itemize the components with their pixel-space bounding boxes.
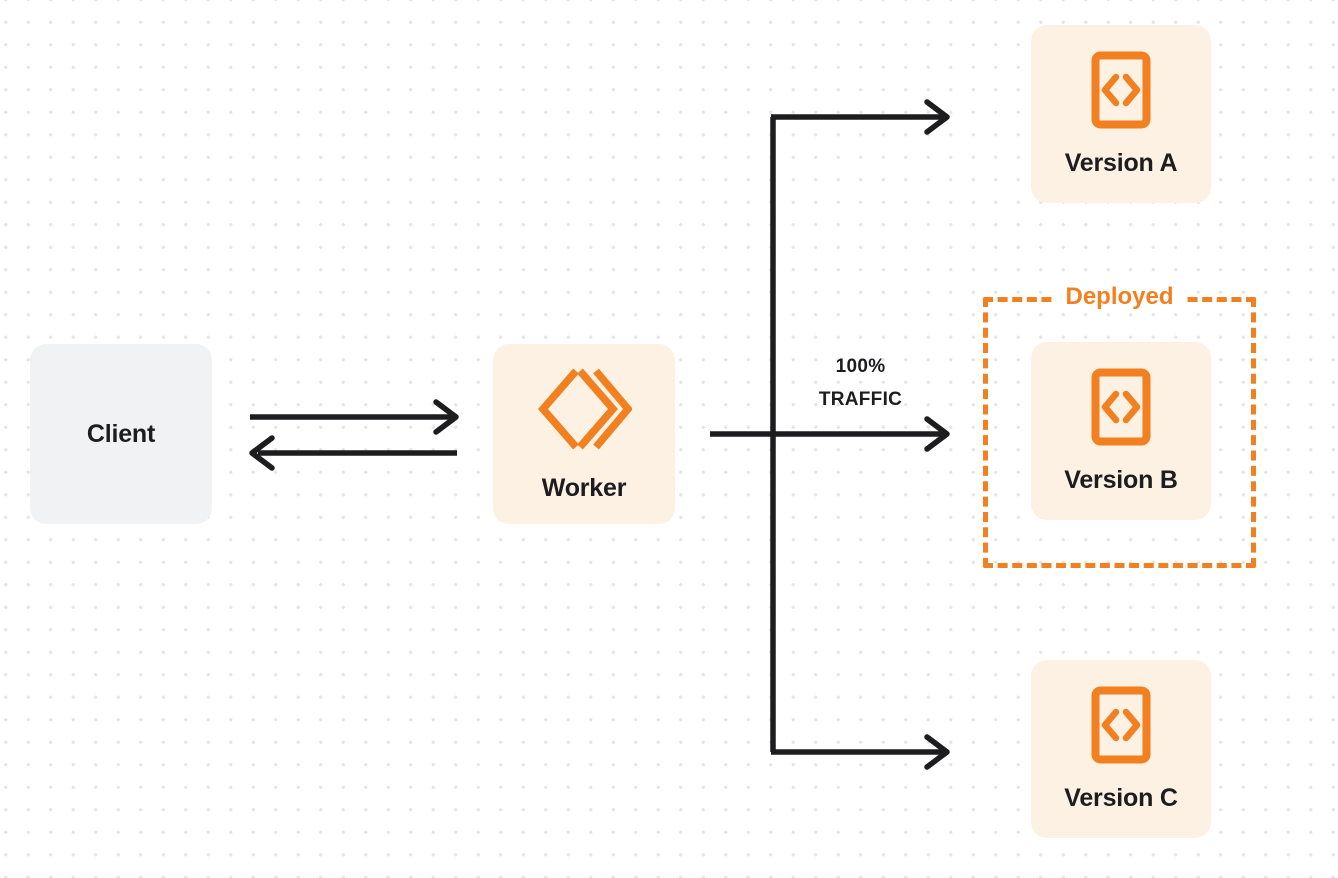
- edge-worker-to-version-b: [710, 416, 950, 452]
- code-file-icon: [1091, 51, 1151, 129]
- group-deployed: Deployed: [983, 284, 1256, 568]
- node-worker[interactable]: Worker: [493, 344, 675, 524]
- cloudflare-workers-logo-icon: [536, 366, 632, 452]
- group-deployed-label: Deployed: [1055, 284, 1184, 310]
- node-client[interactable]: Client: [30, 344, 212, 524]
- node-version-b-label: Version B: [1064, 465, 1178, 494]
- node-worker-label: Worker: [541, 473, 627, 502]
- node-version-c-label: Version C: [1064, 783, 1178, 812]
- traffic-label: 100% TRAFFIC: [783, 350, 938, 416]
- node-version-a[interactable]: Version A: [1031, 25, 1211, 203]
- edge-worker-to-version-c: [771, 734, 950, 770]
- node-version-c[interactable]: Version C: [1031, 660, 1211, 838]
- edge-worker-to-client: [249, 435, 457, 471]
- node-version-a-label: Version A: [1064, 148, 1178, 177]
- edge-worker-to-version-a: [771, 99, 950, 135]
- edge-client-to-worker: [250, 399, 459, 435]
- node-version-b[interactable]: Version B: [1031, 342, 1211, 520]
- traffic-percent: 100%: [835, 356, 886, 377]
- code-file-icon: [1091, 686, 1151, 764]
- code-file-icon: [1091, 368, 1151, 446]
- node-client-label: Client: [86, 419, 156, 448]
- traffic-unit: TRAFFIC: [818, 389, 903, 410]
